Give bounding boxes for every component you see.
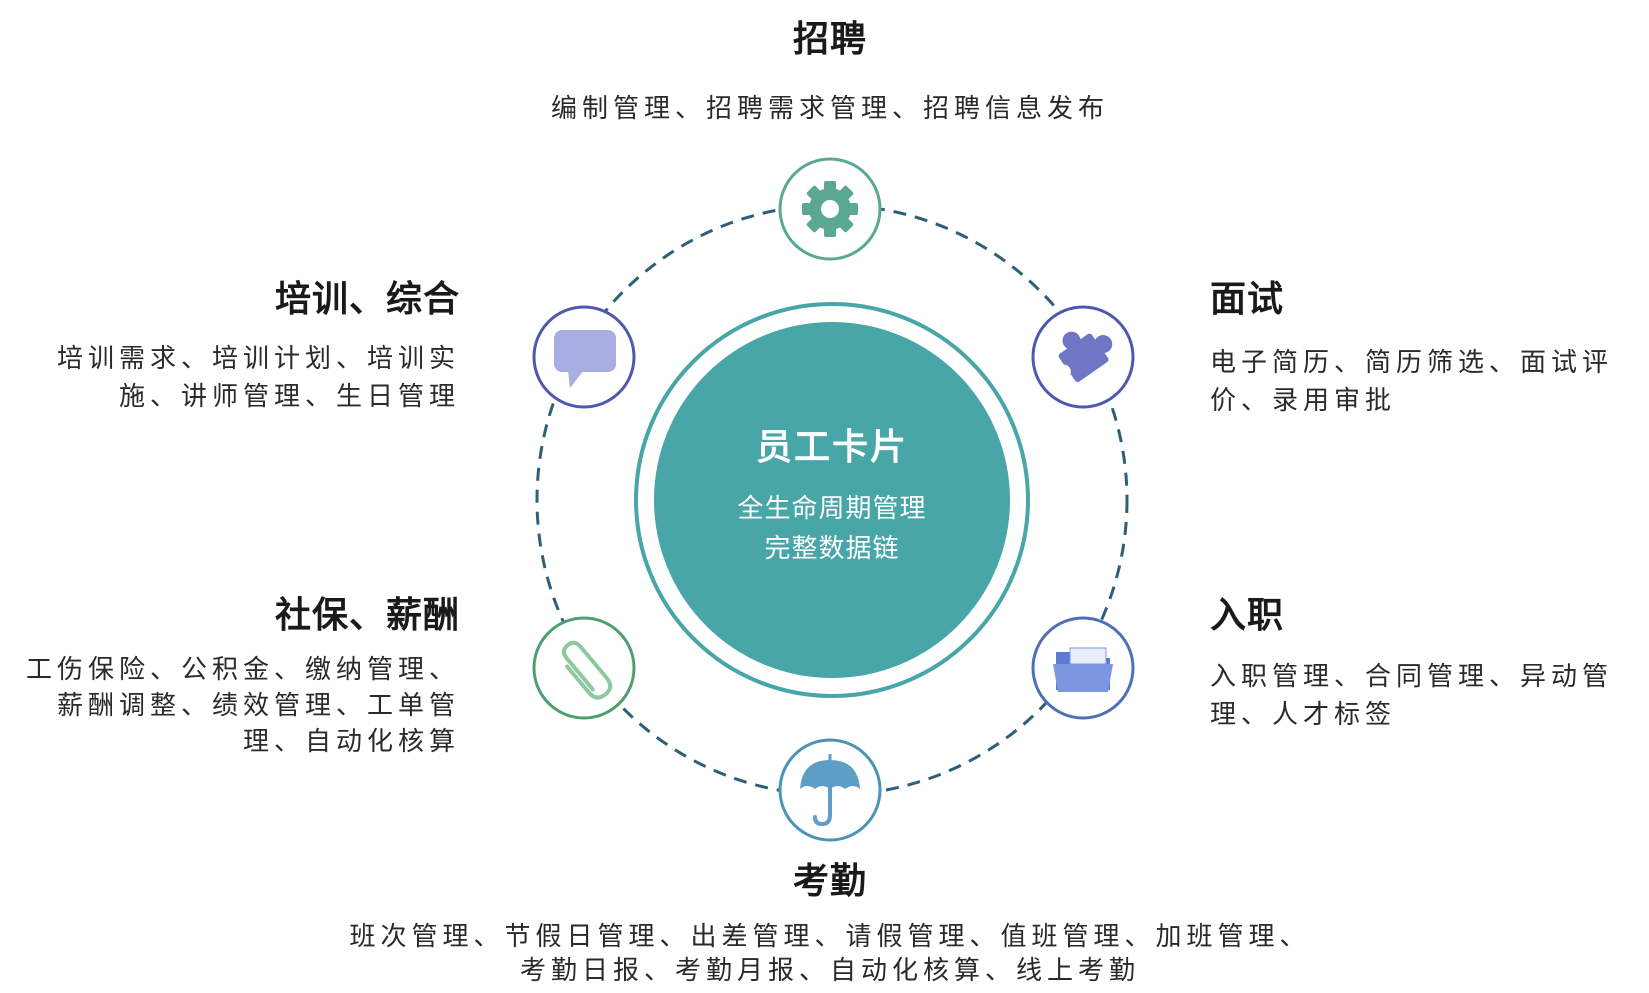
recruit-desc-line-1: 编制管理、招聘需求管理、招聘信息发布	[550, 94, 1109, 124]
interview-description: 电子简历、简历筛选、面试评 价、录用审批	[1210, 344, 1613, 420]
node-social	[532, 616, 636, 720]
social-desc-line-3: 理、自动化核算	[242, 727, 460, 757]
node-attendance	[778, 738, 882, 842]
onboard-desc-line-1: 入职管理、合同管理、异动管	[1210, 662, 1614, 692]
attendance-heading: 考勤	[792, 861, 867, 902]
puzzle-icon	[1056, 331, 1113, 383]
attendance-desc-line-2: 考勤日报、考勤月报、自动化核算、线上考勤	[519, 956, 1140, 986]
onboard-heading: 入职	[1210, 595, 1285, 636]
node-recruit	[778, 157, 882, 261]
center-disc	[654, 322, 1010, 678]
interview-desc-line-1: 电子简历、简历筛选、面试评	[1210, 348, 1614, 378]
center-subtitle-line-2: 完整数据链	[764, 534, 900, 564]
paperclip-icon	[561, 640, 613, 700]
node-onboard	[1031, 616, 1135, 720]
social-heading: 社保、薪酬	[274, 595, 460, 636]
attendance-desc-line-1: 班次管理、节假日管理、出差管理、请假管理、值班管理、加班管理、	[349, 922, 1311, 952]
interview-heading: 面试	[1210, 279, 1285, 320]
training-heading: 培训、综合	[274, 279, 460, 320]
center-subtitle-line-1: 全生命周期管理	[737, 494, 927, 524]
training-desc-line-1: 培训需求、培训计划、培训实	[56, 344, 460, 374]
node-training	[532, 305, 636, 409]
social-desc-line-2: 薪酬调整、绩效管理、工单管	[56, 691, 460, 721]
interview-desc-line-2: 价、录用审批	[1210, 386, 1397, 416]
onboard-description: 入职管理、合同管理、异动管 理、人才标签	[1210, 658, 1613, 734]
recruit-description: 编制管理、招聘需求管理、招聘信息发布	[480, 90, 1180, 128]
attendance-description: 班次管理、节假日管理、出差管理、请假管理、值班管理、加班管理、 考勤日报、考勤月…	[230, 920, 1430, 988]
chat-bubble-icon	[554, 330, 616, 388]
center-title: 员工卡片	[755, 427, 908, 468]
training-desc-line-2: 施、讲师管理、生日管理	[118, 382, 460, 412]
social-description: 工伤保险、公积金、缴纳管理、 薪酬调整、绩效管理、工单管 理、自动化核算	[0, 652, 460, 760]
onboard-desc-line-2: 理、人才标签	[1210, 700, 1397, 730]
folder-icon	[1053, 647, 1113, 692]
training-description: 培训需求、培训计划、培训实 施、讲师管理、生日管理	[0, 340, 460, 416]
gear-icon	[802, 181, 858, 237]
node-interview	[1031, 305, 1135, 409]
recruit-heading: 招聘	[792, 19, 867, 60]
umbrella-icon	[800, 754, 860, 827]
social-desc-line-1: 工伤保险、公积金、缴纳管理、	[25, 655, 460, 685]
